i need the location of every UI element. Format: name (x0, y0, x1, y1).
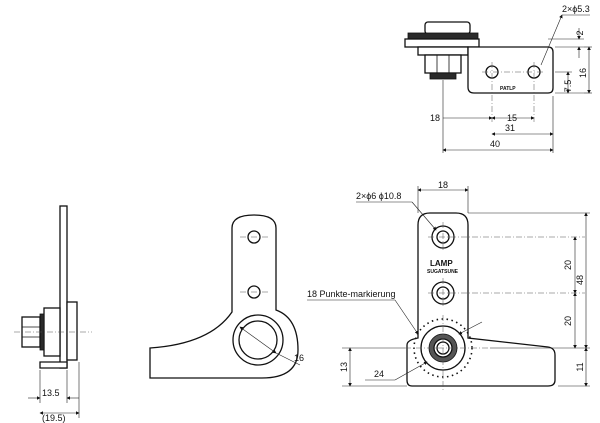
front-dim-24: 24 (374, 369, 384, 379)
front-dim-13: 13 (339, 362, 349, 372)
top-dim-2: 2 (575, 30, 585, 35)
side-foot (39, 361, 68, 369)
cylinder-body (417, 46, 469, 56)
top-dim-7-5: 7.5 (563, 80, 573, 93)
top-hole-callout: 2×ϕ5.3 (562, 4, 590, 14)
front-dim-48: 48 (575, 275, 585, 285)
cylinder-flange (407, 32, 479, 40)
front-brand: LAMP (430, 259, 453, 268)
middle-dim-16: 16 (294, 353, 304, 363)
cam-plate (467, 46, 554, 94)
side-dim-19-5: (19.5) (42, 413, 66, 423)
front-dim-20b: 20 (563, 316, 573, 326)
side-plate (59, 205, 68, 369)
front-dim-18: 18 (438, 180, 448, 190)
side-dim-13-5: 13.5 (42, 388, 60, 398)
front-marking-label: 18 Punkte-markierung (307, 289, 396, 299)
middle-view: 16 (149, 214, 304, 379)
front-dim-20a: 20 (563, 260, 573, 270)
side-cylinder-flange (66, 301, 78, 361)
front-brand-sub: SUGATSUNE (427, 269, 459, 275)
plate-stamp: PATLP (500, 86, 516, 92)
front-dim-11: 11 (575, 362, 585, 371)
top-dim-16: 16 (578, 68, 588, 78)
top-view: PATLP 2×ϕ5.3 2 16 7.5 18 15 31 40 (404, 4, 592, 153)
top-dim-15: 15 (507, 113, 517, 123)
top-dim-40: 40 (490, 139, 500, 149)
front-hole-callout: 2×ϕ6 ϕ10.8 (356, 191, 401, 201)
front-view: LAMP SUGATSUNE 18 2×ϕ6 ϕ10.8 18 Punkte-m… (307, 180, 590, 392)
cylinder-face (424, 21, 471, 35)
cylinder-washer (404, 38, 480, 48)
side-view: 13.5 (19.5) (14, 205, 92, 423)
nut (424, 54, 462, 74)
top-dim-18: 18 (430, 113, 440, 123)
nut-washer (429, 72, 457, 80)
top-dim-31: 31 (505, 123, 515, 133)
